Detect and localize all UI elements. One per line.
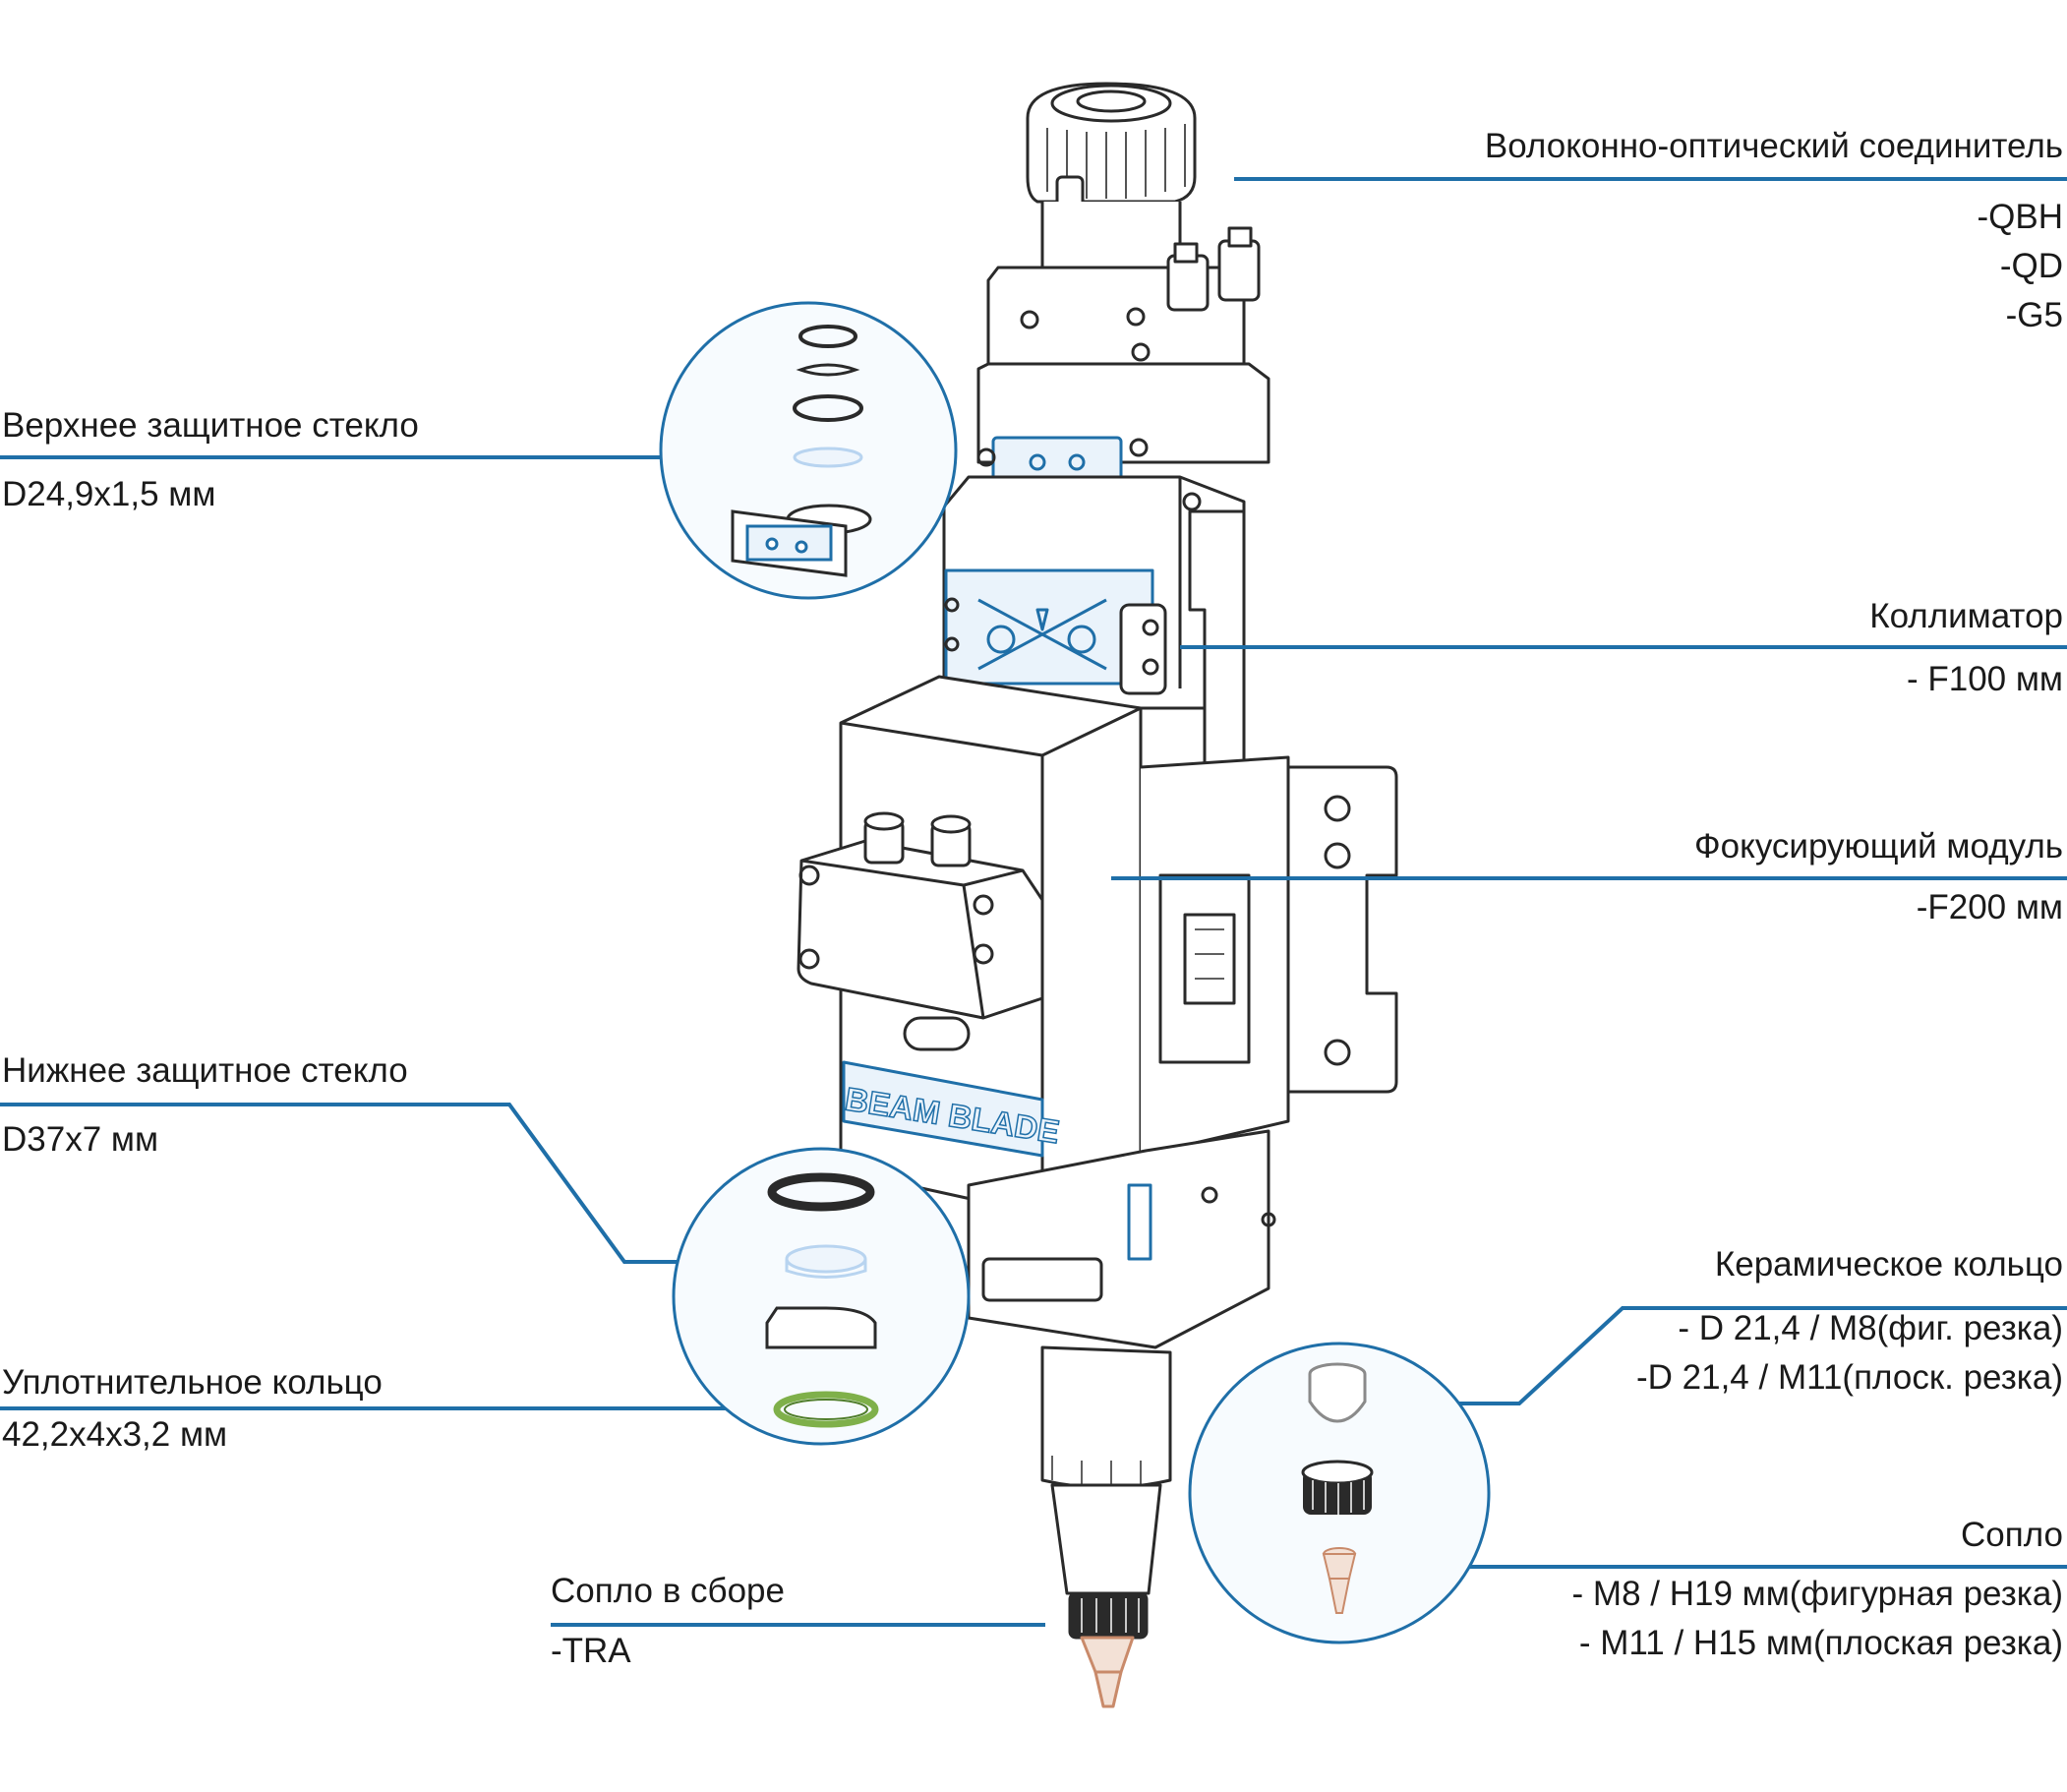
nozzle-assembly-part bbox=[1050, 1483, 1162, 1708]
seal-ring-title: Уплотнительное кольцо bbox=[2, 1363, 383, 1402]
nozzle-title: Сопло bbox=[1961, 1516, 2063, 1554]
ceramic-ring-title: Керамическое кольцо bbox=[1714, 1245, 2063, 1284]
lower-housing bbox=[967, 1129, 1276, 1489]
focus-module-title: Фокусирующий модуль bbox=[1694, 827, 2063, 866]
fiber-connector-item-3: -G5 bbox=[2005, 296, 2063, 334]
nozzle-item-2: - M11 / H15 мм(плоская резка) bbox=[1578, 1624, 2063, 1662]
focus-module-part bbox=[797, 675, 1290, 1217]
collimator-part bbox=[942, 475, 1246, 779]
fiber-connector-title: Волоконно-оптический соединитель bbox=[1484, 127, 2063, 165]
ceramic-ring-item-1: - D 21,4 / M8(фиг. резка) bbox=[1678, 1309, 2063, 1347]
collimator-item: - F100 мм bbox=[1906, 660, 2063, 698]
bottom-glass-callout bbox=[672, 1147, 971, 1446]
seal-ring-item: 42,2x4x3,2 мм bbox=[2, 1415, 228, 1454]
top-glass-item: D24,9x1,5 мм bbox=[2, 475, 216, 513]
top-glass-callout bbox=[659, 301, 958, 600]
top-glass-title: Верхнее защитное стекло bbox=[2, 406, 419, 445]
focus-module-item: -F200 мм bbox=[1916, 888, 2063, 926]
fiber-connector-item-1: -QBH bbox=[1977, 198, 2064, 236]
nozzle-assembly-title: Сопло в сборе bbox=[551, 1572, 785, 1610]
upper-housing bbox=[976, 226, 1270, 487]
nozzle-callout bbox=[1188, 1342, 1491, 1644]
bottom-glass-item: D37x7 мм bbox=[2, 1120, 159, 1159]
collimator-title: Коллиматор bbox=[1869, 597, 2063, 635]
mounting-bracket bbox=[1286, 765, 1398, 1094]
ceramic-ring-item-2: -D 21,4 / M11(плоск. резка) bbox=[1636, 1358, 2063, 1397]
fiber-connector-item-2: -QD bbox=[1999, 247, 2063, 285]
nozzle-assembly-item: -TRA bbox=[551, 1632, 631, 1670]
nozzle-item-1: - M8 / H19 мм(фигурная резка) bbox=[1571, 1575, 2063, 1613]
bottom-glass-title: Нижнее защитное стекло bbox=[2, 1051, 408, 1090]
